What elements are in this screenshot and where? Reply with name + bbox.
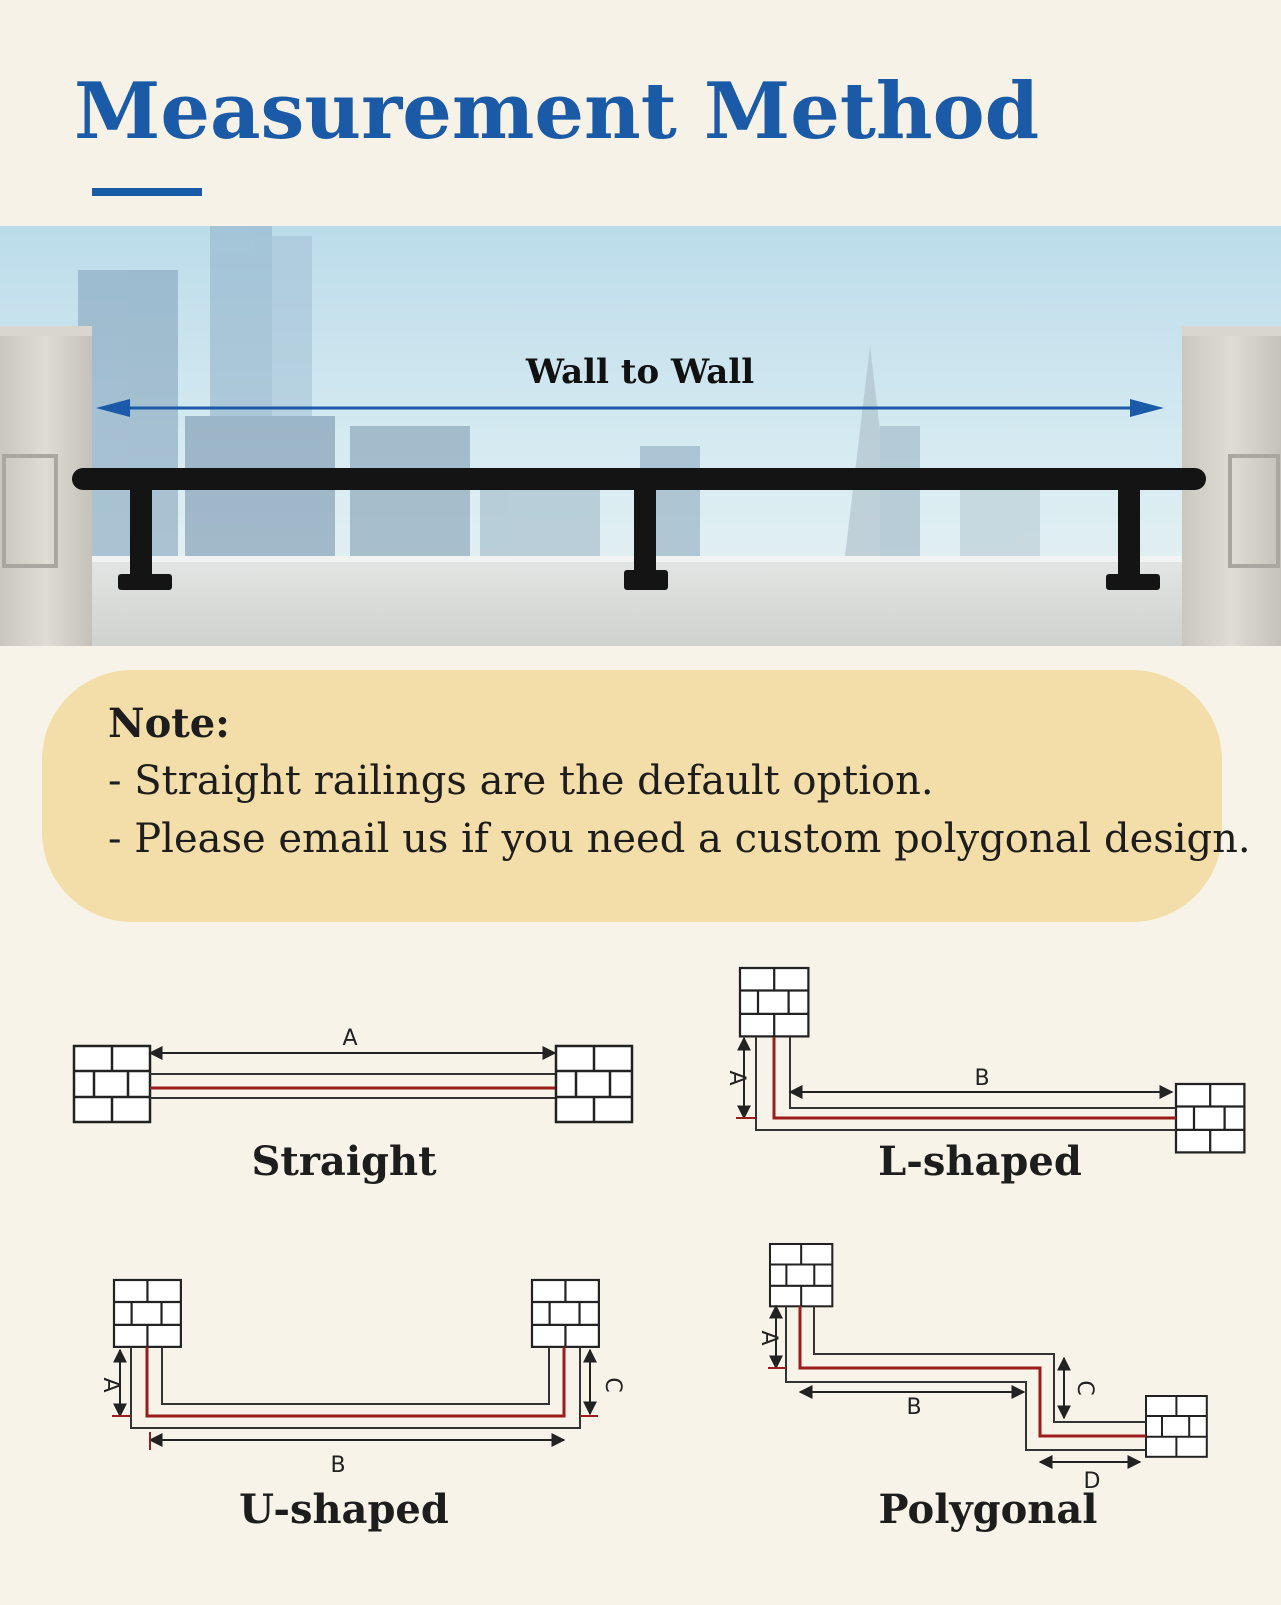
wall-to-wall-label: Wall to Wall: [525, 352, 754, 392]
header: Measurement Method: [0, 0, 1281, 226]
label-straight: Straight: [251, 1138, 437, 1185]
label-u-shaped: U-shaped: [239, 1486, 449, 1533]
title-underline: [92, 188, 202, 196]
railing: [72, 468, 1206, 590]
dim-b: B: [330, 1453, 345, 1478]
brick-wall-icon: [768, 1242, 834, 1308]
dim-b: B: [974, 1066, 989, 1091]
brick-wall-icon: [530, 1278, 600, 1348]
railing-diagrams: A A B A B: [0, 940, 1281, 1601]
u-shaped-diagram: A B C: [98, 1278, 625, 1478]
brick-wall-icon: [1144, 1394, 1208, 1458]
brick-wall-icon: [738, 966, 810, 1038]
dim-a: A: [724, 1070, 749, 1085]
note-box: [42, 670, 1222, 922]
dim-d: D: [1084, 1469, 1101, 1494]
note-line-default: - Straight railings are the default opti…: [108, 758, 934, 804]
dim-c: C: [600, 1377, 625, 1392]
city-skyline: [78, 226, 1040, 570]
brick-wall-icon: [112, 1278, 182, 1348]
left-wall: [0, 326, 92, 646]
dim-a: A: [342, 1026, 357, 1051]
railing-photo: Wall to Wall: [0, 226, 1281, 646]
dim-a: A: [98, 1377, 123, 1392]
note-title: Note:: [108, 700, 230, 747]
label-polygonal: Polygonal: [878, 1486, 1098, 1533]
double-arrow-icon: [96, 399, 1164, 417]
polygonal-diagram: A B C D: [756, 1242, 1208, 1494]
dim-a: A: [756, 1330, 781, 1345]
dim-b: B: [906, 1395, 921, 1420]
page-title: Measurement Method: [74, 66, 1040, 157]
label-l-shaped: L-shaped: [878, 1138, 1082, 1185]
note-line-custom: - Please email us if you need a custom p…: [108, 816, 1251, 862]
brick-wall-icon: [72, 1044, 152, 1124]
dim-c: C: [1072, 1380, 1097, 1395]
straight-diagram: A: [72, 1026, 634, 1124]
l-shaped-diagram: A B: [724, 966, 1246, 1154]
brick-wall-icon: [554, 1044, 634, 1124]
brick-wall-icon: [1174, 1082, 1246, 1154]
